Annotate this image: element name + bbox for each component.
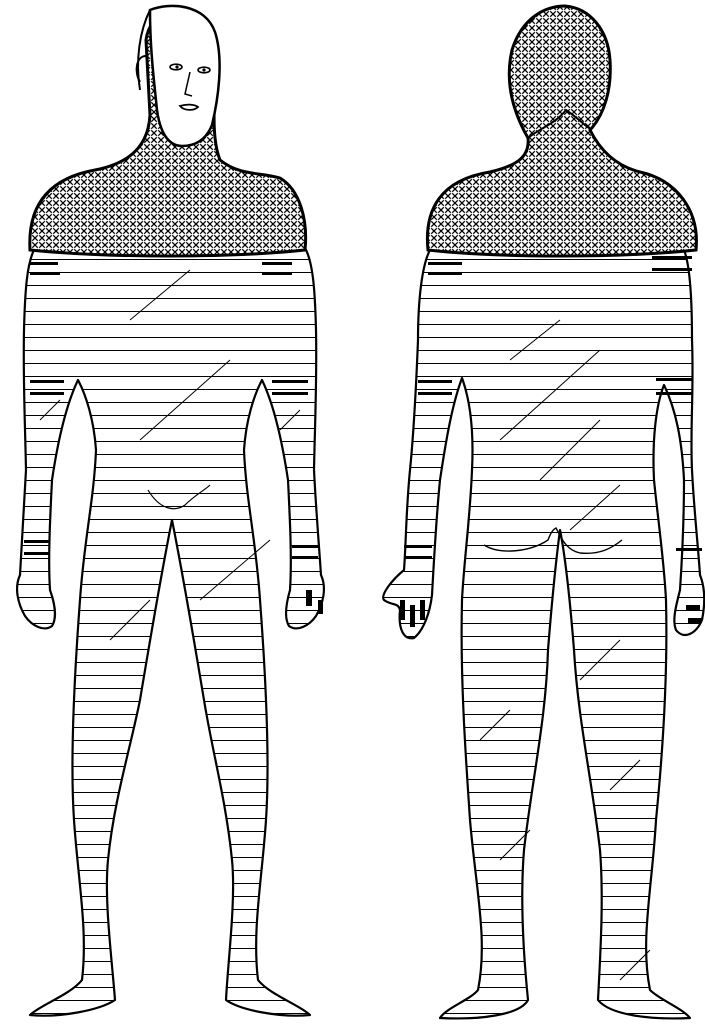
front-body-figure: [17, 6, 324, 1016]
front-face: [150, 6, 220, 146]
back-shoulder-shading: [427, 6, 696, 256]
front-body-outline: [17, 248, 324, 1016]
front-mouth: [180, 105, 198, 110]
back-body-figure: [383, 6, 704, 1018]
back-body-outline: [383, 250, 704, 1018]
